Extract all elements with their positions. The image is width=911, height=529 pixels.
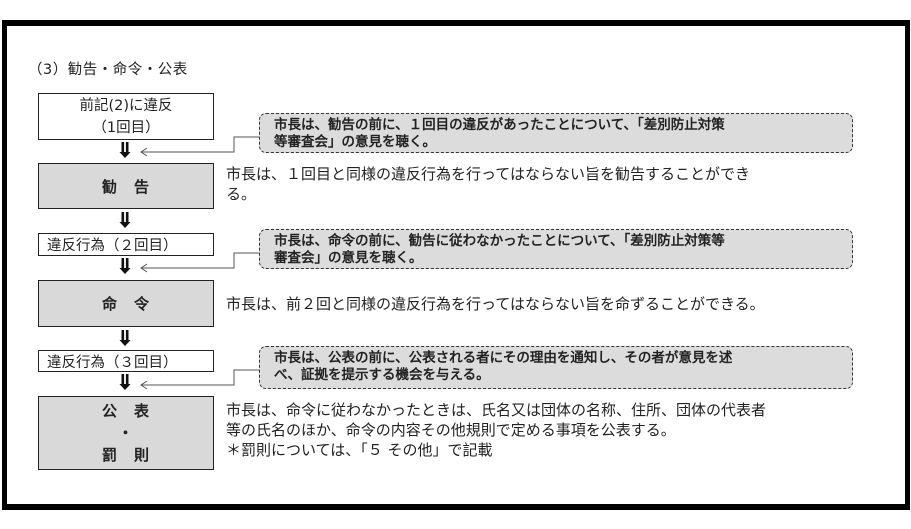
- callout-before-advice-line1: 市長は、勧告の前に、１回目の違反があったことについて、「差別防止対策: [274, 117, 725, 133]
- publication-label: 公 表: [101, 402, 150, 420]
- violation-first-line1: 前記(2)に違反: [79, 97, 173, 114]
- callout-before-advice-line2: 等審査会」の意見を聴く。: [274, 134, 436, 150]
- separator-dot: ・: [117, 424, 134, 442]
- violation-first-box: 前記(2)に違反 （1回目）: [38, 93, 214, 140]
- violation-second-label: 違反行為（２回目）: [47, 238, 178, 254]
- publication-description-line3: ＊罰則については、「５ その他」で記載: [226, 441, 493, 459]
- advice-box: 勧 告: [38, 163, 214, 209]
- advice-label: 勧 告: [101, 177, 150, 196]
- order-description: 市長は、前２回と同様の違反行為を行ってはならない旨を命ずることができる。: [226, 294, 866, 314]
- advice-description: 市長は、１回目と同様の違反行為を行ってはならない旨を勧告することができ る。: [226, 164, 866, 204]
- violation-third-label: 違反行為（３回目）: [47, 354, 178, 371]
- callout-before-publication-line2: べ、証拠を提示する機会を与える。: [274, 367, 490, 383]
- order-description-line1: 市長は、前２回と同様の違反行為を行ってはならない旨を命ずることができる。: [226, 295, 765, 313]
- callout-before-publication-line1: 市長は、公表の前に、公表される者にその理由を通知し、その者が意見を述: [274, 350, 733, 366]
- order-label: 命 令: [101, 295, 150, 313]
- publication-description: 市長は、命令に従わなかったときは、氏名又は団体の名称、住所、団体の代表者 等の氏…: [226, 400, 866, 460]
- advice-description-line2: る。: [226, 185, 257, 203]
- section-title: （3）勧告・命令・公表: [28, 62, 188, 78]
- callout-before-publication: 市長は、公表の前に、公表される者にその理由を通知し、その者が意見を述 べ、証拠を…: [259, 346, 853, 389]
- penalty-label: 罰 則: [101, 446, 150, 464]
- publication-description-line2: 等の氏名のほか、命令の内容その他規則で定める事項を公表する。: [226, 421, 676, 439]
- publication-description-line1: 市長は、命令に従わなかったときは、氏名又は団体の名称、住所、団体の代表者: [226, 401, 767, 419]
- order-box: 命 令: [38, 280, 214, 327]
- publication-penalty-box: 公 表 ・ 罰 則: [38, 396, 214, 470]
- callout-before-order: 市長は、命令の前に、勧告に従わなかったことについて、「差別防止対策等 審査会」の…: [259, 229, 853, 269]
- callout-before-advice: 市長は、勧告の前に、１回目の違反があったことについて、「差別防止対策 等審査会」…: [259, 113, 853, 153]
- callout-before-order-line2: 審査会」の意見を聴く。: [274, 250, 423, 266]
- advice-description-line1: 市長は、１回目と同様の違反行為を行ってはならない旨を勧告することができ: [226, 165, 750, 183]
- callout-before-order-line1: 市長は、命令の前に、勧告に従わなかったことについて、「差別防止対策等: [274, 233, 725, 249]
- violation-first-line2: （1回目）: [92, 119, 160, 136]
- violation-second-box: 違反行為（２回目）: [38, 233, 214, 256]
- violation-third-box: 違反行為（３回目）: [38, 350, 214, 372]
